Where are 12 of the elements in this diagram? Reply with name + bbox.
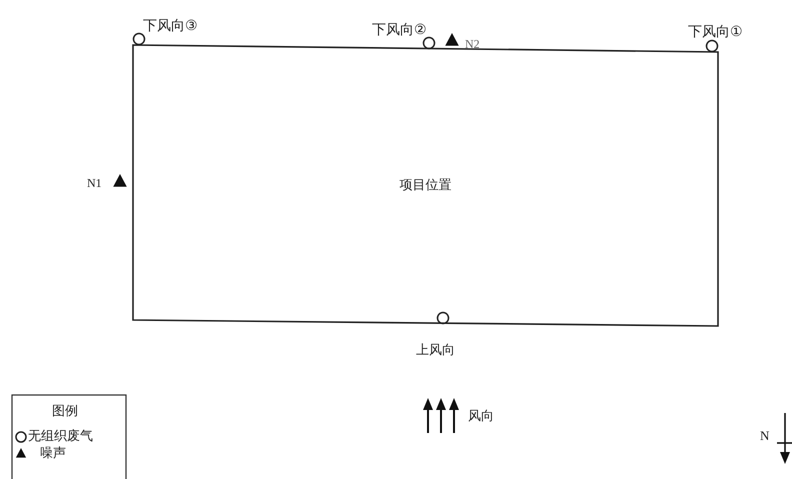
- legend-text: 噪声: [40, 446, 66, 462]
- point-label: 上风向: [416, 343, 455, 359]
- point-label: N1: [87, 175, 102, 191]
- north-label: N: [760, 428, 770, 444]
- point-label: 下风向①: [688, 24, 743, 40]
- site-label: 项目位置: [398, 178, 452, 194]
- point-label: 下风向②: [372, 22, 427, 38]
- point-label: 下风向③: [143, 18, 198, 34]
- legend-text: 无组织废气: [28, 429, 93, 445]
- legend-title: 图例: [52, 404, 78, 420]
- point-label: N2: [465, 36, 480, 52]
- wind-label: 风向: [468, 409, 494, 425]
